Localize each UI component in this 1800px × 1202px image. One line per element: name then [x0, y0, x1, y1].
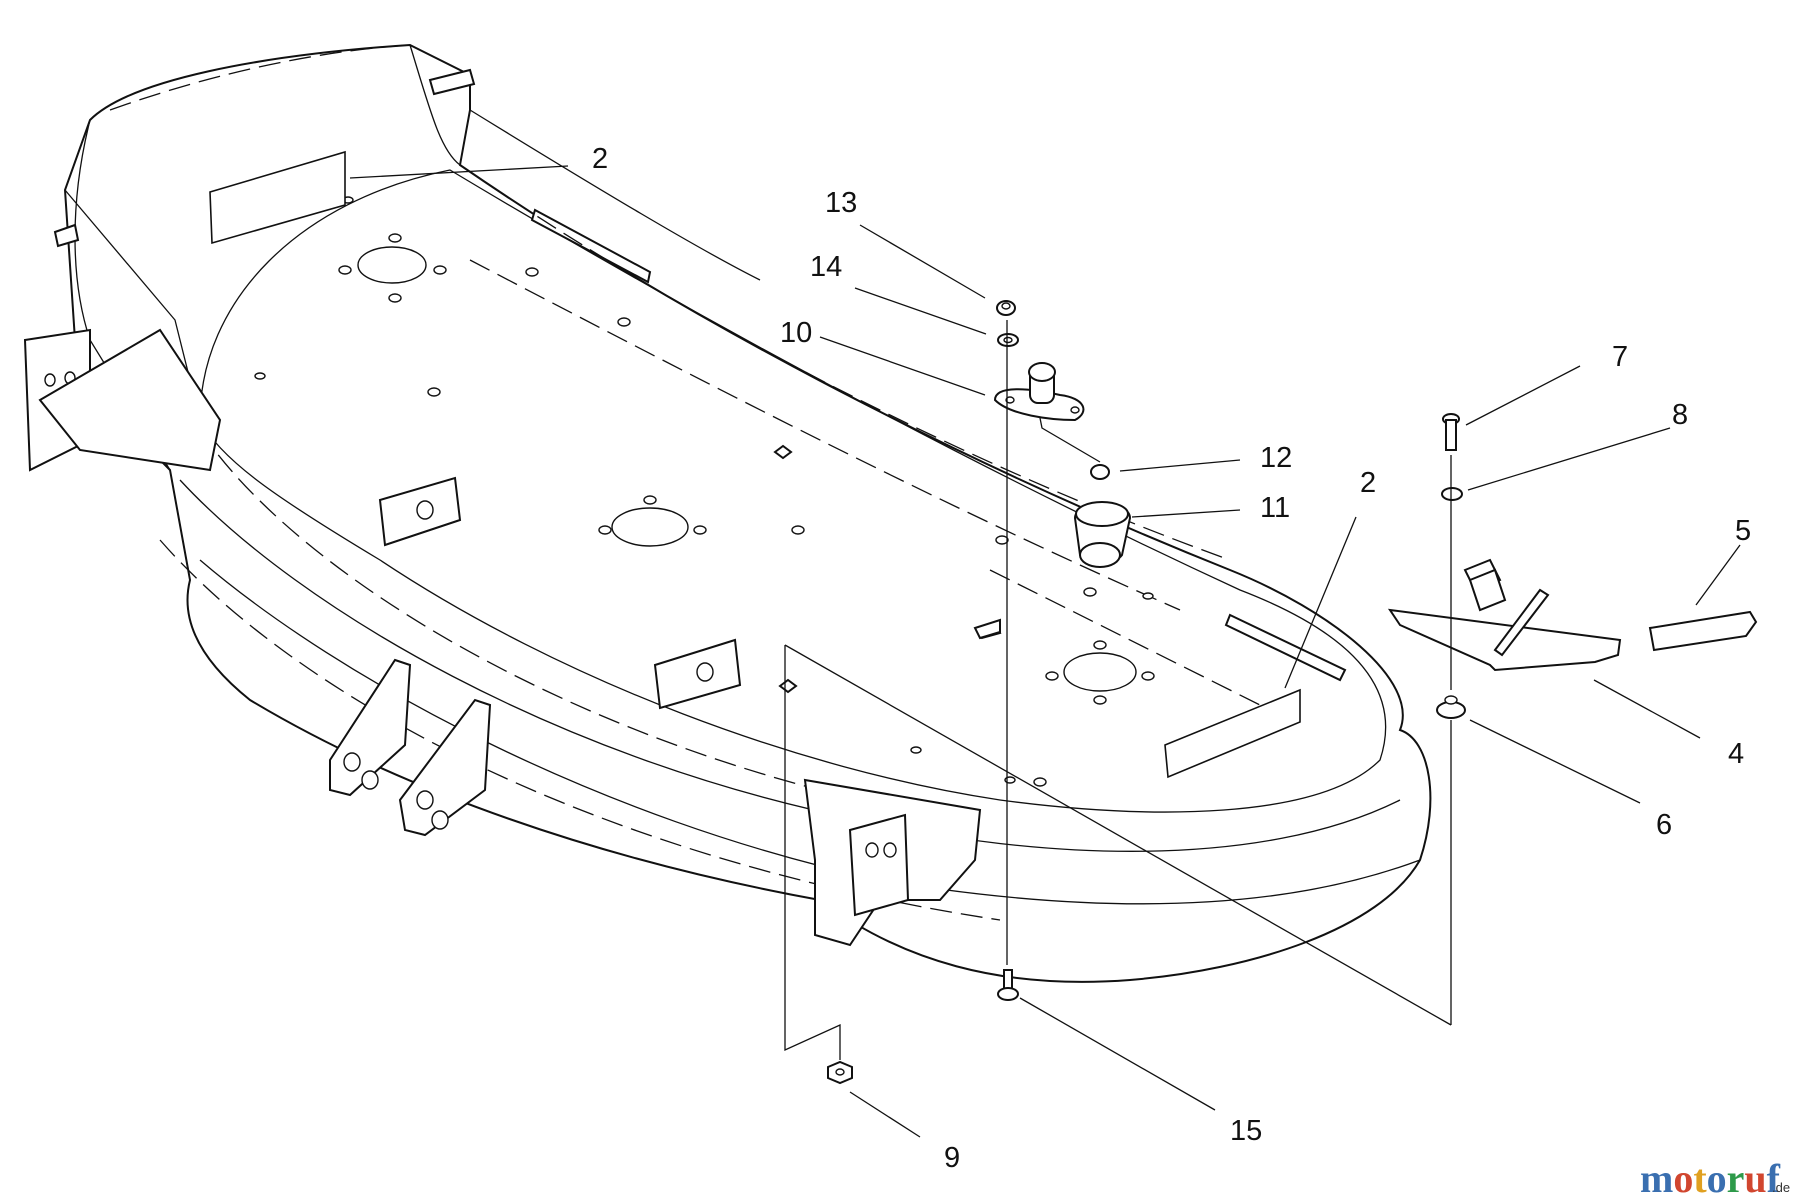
- callout-13: 13: [825, 187, 857, 219]
- callout-10: 10: [780, 317, 812, 349]
- callout-12: 12: [1260, 442, 1292, 474]
- leader-lines: [349, 165, 1741, 1138]
- svg-text:motoruf: motoruf: [1640, 1156, 1781, 1201]
- decal-front: [1164, 688, 1301, 779]
- watermark-letter: t: [1693, 1156, 1707, 1201]
- decal-rear: [209, 150, 346, 245]
- assembly-guide-lines: [784, 320, 1452, 1060]
- watermark-letter: r: [1727, 1156, 1745, 1201]
- deck-brackets: [23, 328, 1001, 947]
- washer-8: [1441, 487, 1463, 501]
- callout-2-rear-decal: 2: [592, 143, 608, 175]
- lever-4: [1387, 558, 1622, 672]
- watermark-letter: f: [1767, 1156, 1781, 1201]
- knob-11: [1073, 501, 1132, 568]
- screw-15: [997, 969, 1019, 1001]
- o-ring-12: [1090, 464, 1110, 480]
- nut-9: [827, 1060, 853, 1085]
- callout-4: 4: [1728, 738, 1744, 770]
- nut-13: [996, 300, 1016, 316]
- callout-9: 9: [944, 1142, 960, 1174]
- grip-5: [1648, 610, 1758, 652]
- watermark-letter: u: [1744, 1156, 1766, 1201]
- watermark-tld: .de: [1772, 1180, 1790, 1195]
- watermark-letter: o: [1707, 1156, 1727, 1201]
- mower-deck-housing: [53, 43, 1432, 983]
- washer-14: [997, 333, 1019, 347]
- callout-6: 6: [1656, 809, 1672, 841]
- callout-15: 15: [1230, 1115, 1262, 1147]
- callout-5: 5: [1735, 515, 1751, 547]
- watermark-letter: m: [1640, 1156, 1673, 1201]
- watermark-logo: motoruf .de: [1640, 1156, 1790, 1201]
- callout-7: 7: [1612, 341, 1628, 373]
- callout-8: 8: [1672, 399, 1688, 431]
- bracket-10: [993, 362, 1085, 422]
- callout-11: 11: [1260, 492, 1290, 524]
- spacer-6: [1436, 695, 1466, 719]
- callout-14: 14: [810, 251, 842, 283]
- bolt-7: [1442, 413, 1460, 451]
- watermark-letter: o: [1673, 1156, 1693, 1201]
- callout-2-front-decal: 2: [1360, 467, 1376, 499]
